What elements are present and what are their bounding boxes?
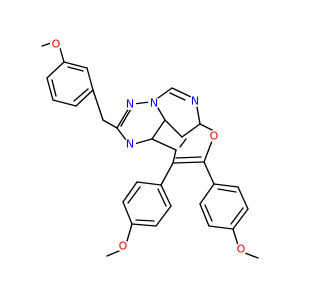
bond	[172, 161, 205, 164]
bond	[157, 107, 166, 121]
atom-oxygen: O	[208, 130, 220, 143]
oxygen-label: O	[119, 240, 128, 253]
bond	[199, 123, 215, 132]
bond	[172, 149, 177, 164]
bond	[151, 138, 177, 151]
nitrogen-label: N	[191, 95, 199, 108]
bond	[135, 219, 155, 222]
bond	[116, 107, 130, 129]
bond	[127, 186, 141, 204]
bond	[232, 228, 239, 246]
bond	[199, 203, 210, 227]
bond	[120, 108, 132, 127]
bond	[157, 188, 167, 207]
bond	[92, 89, 104, 121]
bond	[196, 106, 201, 125]
bond	[46, 61, 65, 79]
bond	[86, 67, 94, 91]
bond	[179, 138, 187, 148]
atom-oxygen: O	[50, 38, 62, 51]
bond	[133, 138, 153, 145]
bond	[199, 183, 215, 205]
bond	[63, 61, 88, 69]
bond	[230, 207, 244, 225]
bond	[151, 119, 166, 140]
bond	[157, 87, 173, 99]
bond	[106, 250, 120, 257]
bond	[217, 188, 237, 193]
bond	[155, 205, 172, 227]
atom-labels: O N N N N O O	[50, 38, 247, 256]
bond	[213, 183, 239, 188]
molecule-structure: O N N N N O O	[41, 38, 259, 259]
bond	[203, 161, 215, 185]
bond-lines	[41, 42, 259, 259]
bond	[122, 201, 133, 225]
atom-nitrogen: N	[124, 138, 136, 151]
atom-nitrogen: N	[124, 98, 136, 111]
bond	[51, 79, 57, 97]
bond	[59, 47, 65, 63]
bond	[73, 88, 89, 102]
bond	[126, 223, 133, 242]
bond	[181, 123, 201, 138]
bond	[160, 162, 174, 186]
atom-oxygen: O	[235, 243, 247, 256]
bond	[237, 186, 249, 210]
bond	[136, 181, 162, 186]
atom-oxygen: O	[117, 240, 129, 253]
bond	[122, 181, 138, 203]
nitrogen-label: N	[126, 98, 134, 111]
bond	[175, 156, 202, 159]
bond	[164, 119, 183, 138]
nitrogen-label: N	[126, 138, 134, 151]
bond	[46, 77, 54, 101]
bond	[41, 42, 52, 47]
oxygen-label: O	[52, 38, 61, 51]
bond	[171, 87, 192, 98]
oxygen-label: O	[237, 243, 246, 256]
oxygen-label: O	[210, 130, 219, 143]
bond	[52, 99, 77, 107]
bond	[160, 184, 172, 207]
atom-nitrogen: N	[148, 97, 160, 110]
bond	[131, 223, 157, 227]
bond	[204, 204, 213, 222]
bond	[102, 119, 118, 129]
bond	[67, 66, 84, 72]
bond	[203, 140, 213, 163]
bond	[169, 92, 186, 101]
nitrogen-label: N	[150, 97, 158, 110]
bond	[75, 89, 94, 107]
bond	[244, 252, 259, 259]
atom-nitrogen: N	[189, 95, 201, 108]
bond	[208, 225, 234, 230]
molecule-diagram: O N N N N O O	[41, 38, 259, 259]
bond	[232, 208, 249, 230]
bond	[116, 127, 127, 141]
